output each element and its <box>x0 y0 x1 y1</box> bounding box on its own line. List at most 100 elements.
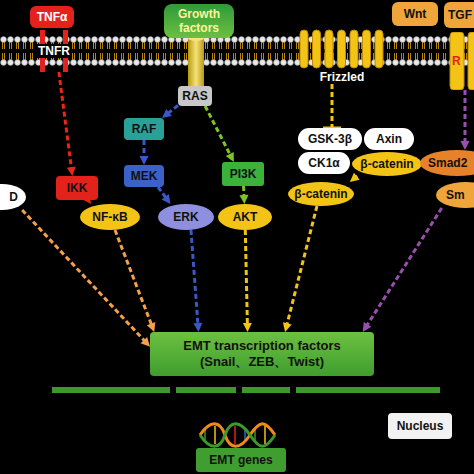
transcription-factor-box: EMT transcription factors (Snail、ZEB、Twi… <box>150 332 374 376</box>
ligand-box: Growth factors <box>164 4 234 38</box>
node-label: EMT transcription factors (Snail、ZEB、Twi… <box>167 338 357 370</box>
cell-membrane <box>0 36 474 66</box>
protein-oval: Smad2 <box>420 150 474 176</box>
receptor-chain <box>468 32 474 90</box>
protein-box: CK1α <box>298 152 350 174</box>
protein-box: Axin <box>364 128 414 150</box>
envelope-segment <box>242 387 290 393</box>
node-label: Axin <box>376 132 402 146</box>
signal-arrow <box>162 105 178 118</box>
receptor-chain <box>40 58 45 72</box>
node-label: TGF <box>448 8 472 22</box>
compartment-label-box: Nucleus <box>388 413 452 439</box>
gene-box: EMT genes <box>196 448 286 472</box>
dashed-line <box>115 230 152 326</box>
receptor-chain <box>450 32 464 90</box>
protein-oval: NF-κB <box>80 204 140 230</box>
arrow-head <box>141 337 150 347</box>
envelope-segment <box>296 387 440 393</box>
protein-oval: β-catenin <box>288 182 354 206</box>
node-label: PI3K <box>230 167 257 181</box>
arrow-head <box>226 152 234 162</box>
envelope-segment <box>52 387 170 393</box>
node-label: GSK-3β <box>308 132 352 146</box>
protein-box: PI3K <box>222 162 264 186</box>
node-label: IKK <box>67 181 88 195</box>
ligand-box: Wnt <box>392 2 438 26</box>
envelope-segment <box>176 387 236 393</box>
dna-strand <box>200 424 275 447</box>
dna-rung <box>264 426 266 444</box>
dna-rung <box>214 426 216 444</box>
protein-oval: ERK <box>158 204 214 230</box>
protein-oval: D <box>0 184 26 210</box>
node-label: EMT genes <box>209 453 272 467</box>
protein-box: RAF <box>124 118 164 140</box>
node-label: Growth factors <box>164 7 234 35</box>
arrow-head <box>283 322 292 332</box>
signal-arrow <box>140 140 149 165</box>
signal-arrow <box>243 230 252 332</box>
node-label: β-catenin <box>294 187 347 201</box>
signal-arrow <box>323 84 341 128</box>
arrow-head <box>350 173 360 182</box>
arrow-head <box>239 195 248 204</box>
node-label: MEK <box>131 169 158 183</box>
node-label: TNFα <box>37 10 68 24</box>
dashed-line <box>205 106 231 157</box>
dna-strand <box>200 424 275 447</box>
arrow-head <box>162 109 172 118</box>
node-label: CK1α <box>308 156 339 170</box>
signal-arrow <box>158 187 170 204</box>
signal-arrow <box>363 208 442 332</box>
transmembrane-loop <box>350 30 358 68</box>
node-label: Wnt <box>404 7 427 21</box>
arrow-head <box>461 141 470 150</box>
arrow-head <box>363 322 372 332</box>
nuclear-envelope <box>52 387 440 393</box>
signal-arrow <box>283 206 317 332</box>
receptor-chain <box>63 58 68 72</box>
transmembrane-loop <box>338 30 346 68</box>
node-label: AKT <box>233 210 258 224</box>
arrow-head <box>147 322 155 332</box>
ligand-box: TGF <box>444 2 474 28</box>
node-label: TNFR <box>36 44 72 58</box>
growth-factor-receptor <box>188 38 204 88</box>
dna-rung <box>234 426 236 444</box>
signal-arrow <box>239 186 248 204</box>
receptor-chain <box>40 30 45 44</box>
receptor: R <box>448 32 474 90</box>
dashed-line <box>464 90 467 144</box>
node-label: Frizzled <box>320 70 365 84</box>
dashed-line <box>366 208 442 327</box>
node-label: Nucleus <box>397 419 444 433</box>
node-label: RAS <box>182 89 207 103</box>
node-label: NF-κB <box>92 210 127 224</box>
dashed-line <box>331 84 334 128</box>
ligand-box: TNFα <box>30 6 74 28</box>
protein-box: IKK <box>56 176 98 200</box>
signal-arrow <box>350 173 360 182</box>
protein-oval: Sm <box>436 182 474 208</box>
node-label: Smad2 <box>428 156 467 170</box>
signal-arrow <box>59 72 76 176</box>
transmembrane-loop <box>363 30 371 68</box>
protein-box: MEK <box>124 165 164 187</box>
node-label: ERK <box>173 210 198 224</box>
dashed-line <box>287 206 317 326</box>
arrow-head <box>140 156 149 165</box>
signal-arrow <box>191 230 202 332</box>
dashed-line <box>245 230 247 326</box>
dna-helix <box>200 424 275 447</box>
signal-arrow <box>205 106 234 162</box>
protein-box: RAS <box>178 86 212 106</box>
transmembrane-loop <box>375 30 383 68</box>
arrow-head <box>162 194 171 204</box>
protein-oval: AKT <box>218 204 272 230</box>
node-label: β-catenin <box>360 157 413 171</box>
node-label: Sm <box>446 188 465 202</box>
arrow-head <box>243 323 252 332</box>
dashed-line <box>22 210 146 342</box>
